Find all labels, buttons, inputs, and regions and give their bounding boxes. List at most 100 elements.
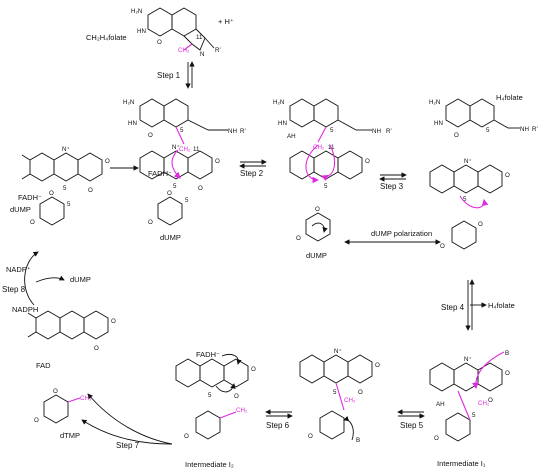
dump-left-structure: 5 O O (30, 190, 71, 226)
svg-text:N⁺: N⁺ (464, 158, 472, 165)
svg-text:O: O (296, 235, 301, 242)
svg-text:O: O (505, 370, 510, 377)
svg-text:5: 5 (333, 389, 337, 396)
dump-center-label: dUMP (306, 251, 327, 260)
h4folate-top-label: H₄folate (496, 93, 523, 102)
step-2-label: Step 2 (240, 169, 264, 178)
svg-text:CH₂: CH₂ (478, 400, 490, 407)
nadp-label: NADP⁺ (6, 265, 31, 274)
svg-text:5: 5 (185, 197, 189, 204)
atom-ch2: CH₂ (178, 47, 190, 54)
svg-text:N⁺: N⁺ (334, 348, 342, 355)
svg-text:O: O (434, 435, 439, 442)
svg-text:R′: R′ (532, 126, 538, 133)
svg-text:11: 11 (193, 146, 200, 153)
step-8-label: Step 8 (2, 285, 26, 294)
svg-text:O: O (251, 366, 256, 373)
ch2h4folate-structure: H₂N HN O CH₂ 11 N R′ (131, 7, 221, 58)
svg-text:CH₃: CH₃ (80, 395, 92, 402)
svg-text:HN: HN (128, 120, 137, 127)
intermediate-i1-label: Intermediate I₁ (437, 459, 486, 468)
atom-n: N (200, 51, 204, 58)
svg-text:CH₂: CH₂ (313, 144, 325, 151)
svg-text:AH: AH (287, 133, 296, 140)
step2-product-structure: H₂N HN AH 5 NH R′ CH₂ 11 5 O O O (273, 98, 392, 242)
fadh-bottom-label: FADH⁻ (196, 350, 220, 359)
svg-text:H₂N: H₂N (273, 99, 284, 106)
dtmp-label: dTMP (60, 431, 80, 440)
ch2h4folate-label: CH₂H₄folate (86, 33, 127, 42)
fadh-left-structure: N⁺ 5 O O (21, 146, 110, 194)
atom-o: O (157, 39, 162, 46)
dtmp-structure: CH₃ O O (34, 388, 92, 424)
h4folate-right-label: H₄folate (488, 301, 515, 310)
fad-label: FAD (36, 361, 51, 370)
fadh-left-label: FADH⁻ (18, 193, 42, 202)
svg-text:5: 5 (330, 127, 334, 134)
svg-text:O: O (105, 158, 110, 165)
step1-product-structure: H₂N HN O 5 NH R′ CH₂ 11 N⁺ 5 O O 5 O O (123, 98, 246, 226)
step-7-label: Step 7 (116, 441, 140, 450)
svg-text:O: O (488, 397, 493, 404)
svg-text:O: O (148, 132, 153, 139)
svg-text:O: O (167, 190, 172, 197)
atom-hn: HN (137, 28, 146, 35)
svg-text:5: 5 (208, 392, 212, 399)
svg-text:O: O (53, 388, 58, 395)
svg-text:5: 5 (67, 201, 71, 208)
svg-text:5: 5 (472, 412, 476, 419)
svg-text:NH: NH (372, 128, 381, 135)
svg-text:CH₂: CH₂ (179, 146, 191, 153)
svg-text:HN: HN (434, 120, 443, 127)
svg-text:O: O (315, 206, 320, 213)
fad-structure: O O (27, 310, 116, 352)
step-5-label: Step 5 (400, 421, 424, 430)
svg-text:H₂N: H₂N (123, 99, 134, 106)
svg-text:O: O (111, 318, 116, 325)
h-plus-label: + H⁺ (218, 17, 234, 26)
svg-text:5: 5 (180, 127, 184, 134)
svg-text:O: O (94, 345, 99, 352)
atom-r: R′ (215, 47, 221, 54)
step-1-label: Step 1 (157, 71, 181, 80)
dump-polarization-label: dUMP polarization (371, 229, 432, 238)
svg-text:5: 5 (63, 185, 67, 192)
svg-text:5: 5 (486, 127, 490, 134)
h4folate-top-structure: H₂N HN O 5 NH R′ N⁺ 5 O O O (429, 98, 538, 250)
svg-text:O: O (454, 132, 459, 139)
svg-text:5: 5 (173, 183, 177, 190)
svg-text:NH: NH (520, 126, 529, 133)
svg-text:O: O (34, 417, 39, 424)
step-4-label: Step 4 (441, 303, 465, 312)
svg-text:B: B (505, 350, 509, 357)
svg-text:O: O (88, 187, 93, 194)
step-3-label: Step 3 (380, 182, 404, 191)
intermediate-i2-structure: O O 5 CH₂ O (175, 353, 256, 440)
svg-text:HN: HN (278, 120, 287, 127)
svg-text:H₂N: H₂N (429, 99, 440, 106)
svg-text:O: O (505, 172, 510, 179)
svg-text:NH: NH (228, 128, 237, 135)
svg-text:O: O (308, 433, 313, 440)
svg-text:R′: R′ (386, 128, 392, 135)
svg-text:N⁺: N⁺ (172, 144, 180, 151)
svg-text:O: O (30, 219, 35, 226)
svg-text:CH₂: CH₂ (236, 407, 248, 414)
svg-text:O: O (148, 219, 153, 226)
svg-text:N⁺: N⁺ (62, 146, 70, 153)
svg-text:O: O (184, 433, 189, 440)
svg-text:O: O (365, 158, 370, 165)
svg-text:O: O (49, 190, 54, 197)
svg-text:O: O (478, 221, 483, 228)
nadph-label: NADPH (12, 305, 38, 314)
fadh-mid-label: FADH⁻ (148, 169, 172, 178)
dump-mid-label: dUMP (160, 233, 181, 242)
svg-text:O: O (358, 389, 363, 396)
svg-text:O: O (215, 158, 220, 165)
svg-text:O: O (234, 393, 239, 400)
atom-h2n: H₂N (131, 8, 142, 15)
svg-text:R′: R′ (240, 128, 246, 135)
svg-text:AH: AH (436, 401, 445, 408)
dump-cycle-label: dUMP (70, 275, 91, 284)
